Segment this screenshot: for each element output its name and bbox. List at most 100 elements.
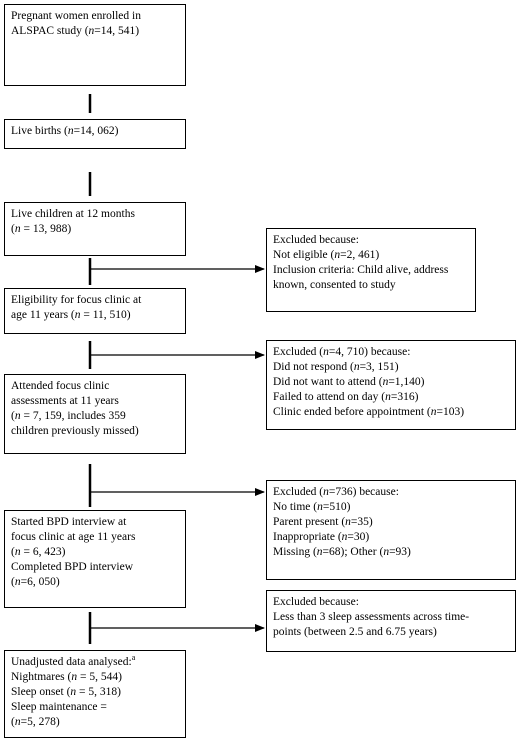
text-segment: =4, 710) because: [328,346,411,358]
footnote-marker: a [131,653,136,663]
text-segment: =103) [436,406,465,418]
box-line: Sleep maintenance = [11,700,179,715]
box-line: (n = 7, 159, includes 359 [11,409,179,424]
text-segment: = 6, 423) [20,546,66,558]
text-segment: Did not respond ( [273,361,354,373]
n-symbol: n [383,546,390,558]
box-excluded-sleep-assessments: Excluded because: Less than 3 sleep asses… [266,590,516,652]
box-line: Parent present (n=35) [273,515,509,530]
box-line: known, consented to study [273,278,469,293]
text-segment: = 13, 988) [20,223,72,235]
box-line: Live children at 12 months [11,207,179,222]
n-symbol: n [316,546,323,558]
text-segment: Not eligible ( [273,249,335,261]
text-segment: = 11, 510) [80,309,131,321]
text-segment: Did not want to attend ( [273,376,383,388]
text-segment: Sleep onset ( [11,686,71,698]
text-segment: =14, 541) [94,25,140,37]
text-segment: No time ( [273,501,318,513]
text-segment: ( [11,223,15,235]
text-segment: Failed to attend on day ( [273,391,386,403]
text-segment: ALSPAC study ( [11,25,89,37]
text-segment: Attended focus clinic [11,380,110,392]
text-segment: children previously missed) [11,425,139,437]
box-line: (n = 13, 988) [11,222,179,237]
box-line: Inclusion criteria: Child alive, address [273,263,469,278]
text-segment: =736) because: [328,486,399,498]
n-symbol: n [430,406,437,418]
box-excluded-not-eligible: Excluded because: Not eligible (n=2, 461)… [266,228,476,312]
box-line: points (between 2.5 and 6.75 years) [273,625,509,640]
n-symbol: n [385,391,391,403]
text-segment: Excluded because: [273,234,359,246]
text-segment: focus clinic at age 11 years [11,531,136,543]
box-line: focus clinic at age 11 years [11,530,179,545]
box-line: Live births (n=14, 062) [11,124,179,139]
text-segment: Nightmares ( [11,671,72,683]
text-segment: age 11 years ( [11,309,75,321]
box-line: Pregnant women enrolled in [11,9,179,24]
box-attended-focus-clinic: Attended focus clinic assessments at 11 y… [4,374,186,454]
box-line: Failed to attend on day (n=316) [273,390,509,405]
text-segment: Less than 3 sleep assessments across tim… [273,611,470,623]
n-symbol: n [334,249,341,261]
box-line: Started BPD interview at [11,515,179,530]
box-line: Did not want to attend (n=1,140) [273,375,509,390]
box-line: Sleep onset (n = 5, 318) [11,685,179,700]
text-segment: =5, 278) [20,716,60,728]
text-segment: =35) [350,516,373,528]
text-segment: =93) [389,546,411,558]
text-segment: ( [11,716,15,728]
text-segment: = 5, 318) [76,686,121,698]
box-line: age 11 years (n = 11, 510) [11,308,179,323]
n-symbol: n [382,376,389,388]
box-line: Not eligible (n=2, 461) [273,248,469,263]
n-symbol: n [317,501,323,513]
box-line: Nightmares (n = 5, 544) [11,670,179,685]
text-segment: Started BPD interview at [11,516,127,528]
box-line: Attended focus clinic [11,379,179,394]
box-line: children previously missed) [11,424,179,439]
box-line: Completed BPD interview [11,560,179,575]
text-segment: assessments at 11 years [11,395,119,407]
text-segment: Clinic ended before appointment ( [273,406,431,418]
text-segment: Parent present ( [273,516,346,528]
box-bpd-interview: Started BPD interview at focus clinic at … [4,510,186,608]
text-segment: Excluded ( [273,346,324,358]
n-symbol: n [71,671,78,683]
n-symbol: n [323,346,329,358]
n-symbol: n [70,686,77,698]
box-line: Excluded (n=736) because: [273,485,509,500]
text-segment: Inclusion criteria: Child alive, address [273,264,449,276]
text-segment: = 7, 159, includes 359 [20,410,126,422]
text-segment: Pregnant women enrolled in [11,10,141,22]
n-symbol: n [341,531,348,543]
box-line: Unadjusted data analysed:a [11,653,179,670]
n-symbol: n [323,486,329,498]
text-segment: Excluded ( [273,486,324,498]
text-segment: ( [11,410,15,422]
text-segment: = 5, 544) [77,671,122,683]
n-symbol: n [14,410,21,422]
text-segment: Missing ( [273,546,317,558]
text-segment: =68); Other ( [322,546,384,558]
text-segment: =1,140) [388,376,425,388]
text-segment: =3, 151) [359,361,399,373]
text-segment: Unadjusted data analysed: [11,656,132,668]
text-segment: ( [11,546,15,558]
n-symbol: n [353,361,360,373]
text-segment: =316) [390,391,419,403]
text-segment: =6, 050) [20,576,60,588]
box-line: Missing (n=68); Other (n=93) [273,545,509,560]
n-symbol: n [74,309,81,321]
box-line: (n = 6, 423) [11,545,179,560]
box-line: Excluded because: [273,595,509,610]
box-line: Clinic ended before appointment (n=103) [273,405,509,420]
text-segment: Live births ( [11,125,68,137]
n-symbol: n [14,223,21,235]
box-line: ALSPAC study (n=14, 541) [11,24,179,39]
text-segment: Excluded because: [273,596,359,608]
